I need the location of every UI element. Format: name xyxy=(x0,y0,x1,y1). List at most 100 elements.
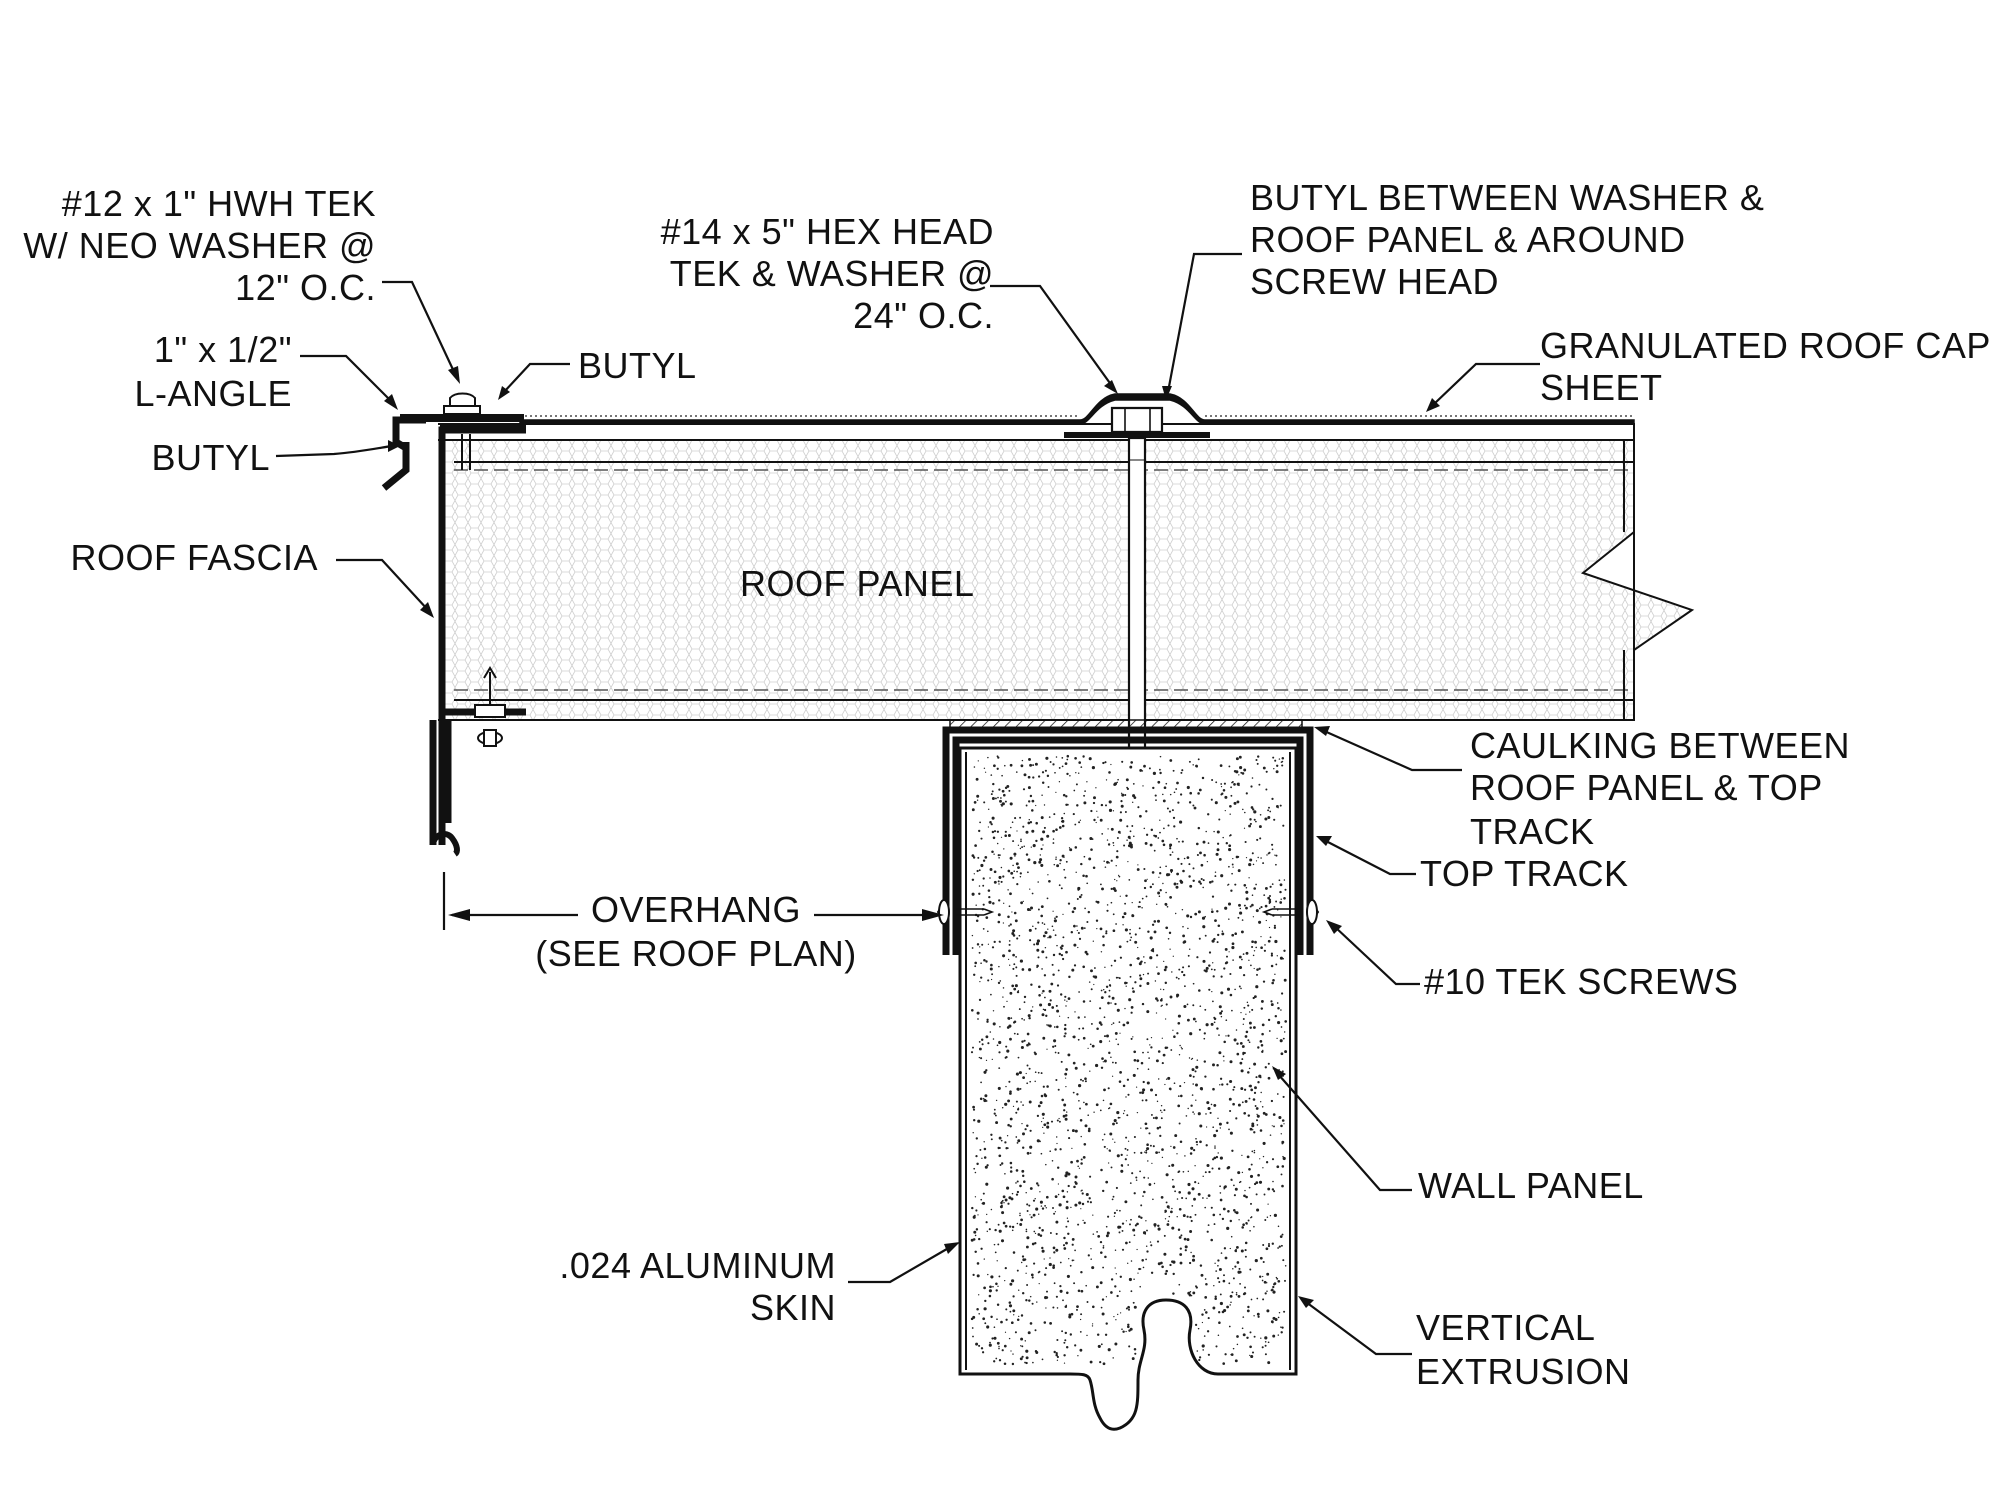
foam-speckle xyxy=(1037,1071,1040,1074)
foam-speckle xyxy=(992,1038,995,1040)
foam-speckle xyxy=(1046,1290,1048,1293)
foam-speckle xyxy=(1210,1103,1213,1106)
foam-speckle xyxy=(1068,1137,1071,1140)
foam-speckle xyxy=(1283,978,1287,982)
foam-speckle xyxy=(1215,781,1218,784)
foam-speckle xyxy=(1021,1169,1025,1173)
foam-speckle xyxy=(1142,1080,1145,1084)
foam-speckle xyxy=(1008,1196,1012,1200)
foam-speckle xyxy=(1241,1154,1243,1157)
foam-speckle xyxy=(1165,1173,1169,1177)
foam-speckle xyxy=(1249,905,1252,908)
foam-speckle xyxy=(1039,1191,1041,1193)
foam-speckle xyxy=(980,1038,984,1041)
foam-speckle xyxy=(1076,929,1078,932)
foam-speckle xyxy=(1164,965,1168,969)
foam-speckle xyxy=(1171,1226,1175,1230)
foam-speckle xyxy=(1099,1007,1102,1010)
foam-speckle xyxy=(1229,834,1231,837)
foam-speckle xyxy=(1147,930,1150,933)
foam-speckle xyxy=(1102,1362,1106,1366)
foam-speckle xyxy=(1143,867,1146,871)
foam-speckle xyxy=(1225,961,1229,964)
foam-speckle xyxy=(1273,1282,1277,1285)
foam-speckle xyxy=(1272,1334,1276,1338)
foam-speckle xyxy=(1224,809,1226,812)
foam-speckle xyxy=(1125,981,1128,984)
foam-speckle xyxy=(1077,1165,1079,1168)
foam-speckle xyxy=(990,1138,993,1141)
foam-speckle xyxy=(1177,1014,1181,1018)
foam-speckle xyxy=(1232,959,1234,961)
foam-speckle xyxy=(1148,1183,1152,1186)
foam-speckle xyxy=(972,1105,975,1109)
foam-speckle xyxy=(1108,995,1111,998)
foam-speckle xyxy=(1009,1092,1012,1095)
foam-speckle xyxy=(1028,800,1031,803)
foam-speckle xyxy=(1255,1193,1258,1196)
foam-speckle xyxy=(1079,1331,1082,1333)
foam-speckle xyxy=(1169,793,1172,796)
foam-speckle xyxy=(1198,788,1202,792)
foam-speckle xyxy=(1162,843,1166,847)
foam-speckle xyxy=(1222,836,1224,839)
foam-speckle xyxy=(1202,840,1206,844)
foam-speckle xyxy=(1241,1327,1244,1330)
foam-speckle xyxy=(1057,1183,1060,1185)
foam-speckle xyxy=(1070,1206,1072,1209)
foam-speckle xyxy=(1130,1290,1133,1293)
foam-speckle xyxy=(1112,842,1115,844)
foam-speckle xyxy=(1065,795,1068,798)
foam-speckle xyxy=(1016,1087,1020,1091)
foam-speckle xyxy=(1128,1345,1131,1348)
foam-speckle xyxy=(988,900,992,904)
foam-speckle xyxy=(1224,1185,1227,1188)
foam-speckle xyxy=(1128,998,1132,1002)
foam-speckle xyxy=(1249,1084,1252,1088)
foam-speckle xyxy=(1154,980,1157,982)
foam-speckle xyxy=(1212,962,1214,964)
foam-speckle xyxy=(1280,1124,1283,1128)
foam-speckle xyxy=(976,794,980,798)
foam-speckle xyxy=(1102,1061,1104,1063)
foam-speckle xyxy=(1058,952,1062,956)
foam-speckle xyxy=(1055,756,1058,758)
foam-speckle xyxy=(1086,781,1088,783)
foam-speckle xyxy=(996,842,999,845)
foam-speckle xyxy=(1150,828,1154,832)
foam-speckle xyxy=(1132,783,1135,785)
foam-speckle xyxy=(1182,1214,1186,1218)
foam-speckle xyxy=(1139,768,1143,772)
foam-speckle xyxy=(1019,1184,1022,1188)
foam-speckle xyxy=(1090,809,1093,813)
foam-speckle xyxy=(1229,1304,1231,1306)
foam-speckle xyxy=(1224,906,1228,910)
foam-speckle xyxy=(1082,874,1085,877)
foam-speckle xyxy=(1100,996,1104,1000)
foam-speckle xyxy=(1281,992,1284,995)
foam-speckle xyxy=(1195,1020,1197,1023)
foam-speckle xyxy=(1087,1129,1091,1133)
foam-speckle xyxy=(1283,949,1286,952)
foam-speckle xyxy=(1117,778,1119,781)
foam-speckle xyxy=(1201,916,1206,920)
foam-speckle xyxy=(1079,1348,1083,1352)
foam-speckle xyxy=(1095,919,1099,922)
foam-speckle xyxy=(1180,1094,1183,1098)
foam-speckle xyxy=(1044,1204,1047,1207)
foam-speckle xyxy=(1121,1229,1124,1232)
foam-speckle xyxy=(1083,1143,1087,1146)
foam-speckle xyxy=(1056,1355,1059,1359)
foam-speckle xyxy=(1084,1080,1087,1083)
foam-speckle xyxy=(992,1285,994,1288)
foam-speckle xyxy=(1184,1245,1188,1249)
foam-speckle xyxy=(1253,950,1256,952)
foam-speckle xyxy=(975,1342,979,1346)
foam-speckle xyxy=(980,976,983,979)
foam-speckle xyxy=(1022,788,1026,791)
foam-speckle xyxy=(1260,1101,1262,1103)
foam-speckle xyxy=(990,978,993,981)
foam-speckle xyxy=(1129,939,1132,941)
foam-speckle xyxy=(1031,892,1034,895)
foam-speckle xyxy=(1173,1082,1176,1085)
